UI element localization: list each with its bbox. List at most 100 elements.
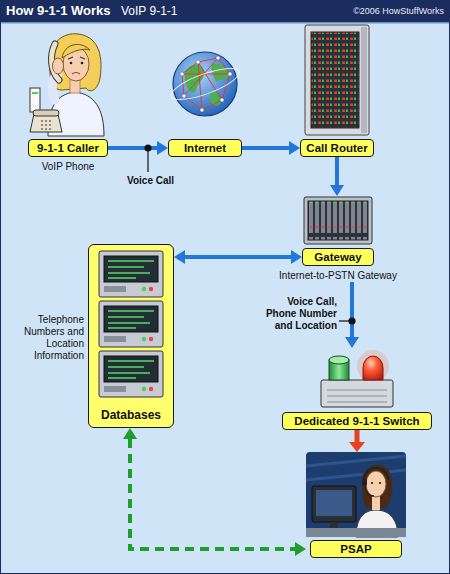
title-band [0, 0, 450, 22]
caller-illustration-part-part [41, 124, 43, 126]
junction-dot [144, 144, 151, 151]
caller-illustration-part [70, 62, 73, 65]
label-box: Dedicated 9-1-1 Switch [282, 412, 432, 430]
globe-illustration-part-part [180, 72, 184, 76]
caller-illustration-part-part [41, 120, 43, 122]
server-illustration-part [99, 351, 163, 397]
leader-line [147, 151, 148, 172]
router-illustration-part [311, 32, 359, 128]
server-illustration [88, 245, 174, 401]
internet-node: Internet [168, 30, 242, 157]
globe-illustration-part [180, 56, 232, 112]
switch-node: Dedicated 9-1-1 Switch [282, 348, 432, 430]
caller-illustration-part [53, 58, 64, 74]
flow-arrow [130, 439, 295, 549]
globe-illustration-part [182, 58, 230, 110]
caller-illustration-part [68, 57, 85, 59]
subtitle-text: VoIP 9-1-1 [121, 4, 177, 19]
illustration-holder [282, 348, 432, 409]
caller-illustration-part-part [49, 128, 51, 130]
gateway-node: GatewayInternet-to-PSTN Gateway [302, 196, 374, 282]
psap-illustration-part [362, 478, 367, 486]
router-node: Call Router [300, 24, 374, 157]
flow-arrow [355, 430, 360, 442]
caller-illustration-part [81, 62, 84, 65]
junction-dot [348, 317, 355, 324]
caller-illustration-part-part [45, 124, 47, 126]
globe-illustration-part-part [182, 94, 186, 98]
node-label: Call Router [306, 142, 367, 154]
gateway-illustration-part [308, 201, 368, 240]
caller-illustration-part-part [45, 128, 47, 130]
globe-illustration-part-part [200, 108, 204, 112]
globe-illustration-part-part [228, 72, 232, 76]
gateway-illustration-part [304, 197, 372, 244]
label-box: PSAP [310, 540, 402, 558]
caller-node: 9-1-1 CallerVoIP Phone [28, 28, 108, 173]
caller-illustration-part [30, 88, 40, 112]
flow-arrow [242, 146, 289, 150]
caller-illustration-part [33, 110, 59, 116]
node-subtext: Internet-to-PSTN Gateway [279, 270, 397, 282]
copyright-note: ©2006 HowStuffWorks [353, 6, 444, 17]
label-box: Internet [168, 139, 242, 157]
illustration-holder [89, 245, 173, 401]
connector-label: Voice Call, Phone Number and Location [258, 296, 338, 332]
database-note: Telephone Numbers and Location Informati… [20, 314, 84, 362]
illustration-holder [302, 196, 374, 245]
illustration-holder [168, 30, 242, 136]
node-label: 9-1-1 Caller [37, 142, 99, 154]
psap-illustration-part [364, 468, 388, 480]
box-label-row: Databases [89, 408, 173, 423]
node-label: Internet [184, 142, 226, 154]
title-rule [0, 22, 450, 24]
switch-illustration [317, 348, 397, 409]
node-label: Dedicated 9-1-1 Switch [294, 415, 419, 427]
illustration-holder [300, 24, 374, 136]
label-box: Call Router [300, 139, 374, 157]
gateway-illustration [302, 196, 374, 245]
switch-illustration-part [321, 380, 393, 407]
switch-illustration-part [329, 356, 349, 364]
caller-illustration-part-part [49, 124, 51, 126]
caller-illustration-part-part [49, 120, 51, 122]
database-box: Databases [88, 244, 174, 428]
psap-illustration-part [372, 496, 380, 510]
psap-illustration-part [306, 528, 406, 537]
illustration-holder [28, 28, 108, 136]
psap-illustration-part [371, 482, 373, 484]
switch-illustration-part [363, 356, 383, 380]
router-illustration-part [361, 27, 367, 133]
psap-illustration [306, 452, 406, 537]
node-label: Databases [101, 408, 161, 422]
node-subtext-row: VoIP Phone [28, 161, 108, 173]
server-illustration-part [99, 301, 163, 347]
globe-illustration-part [211, 64, 230, 82]
psap-illustration-part [330, 522, 338, 528]
globe-illustration-part-part [196, 60, 200, 64]
leader-line [339, 320, 349, 321]
psap-illustration-part [306, 452, 406, 537]
node-label: PSAP [340, 543, 371, 555]
psap-node: PSAP [306, 452, 406, 558]
connector-label: Voice Call [126, 175, 175, 187]
label-box: Gateway [302, 248, 374, 266]
caller-illustration-part-part [45, 120, 47, 122]
node-label: Gateway [314, 251, 361, 263]
router-illustration [301, 24, 373, 136]
globe-illustration-part-part [220, 98, 224, 102]
psap-illustration-part [316, 490, 352, 516]
psap-illustration-part [365, 486, 374, 496]
switch-illustration-part [327, 390, 387, 402]
node-subtext: VoIP Phone [42, 161, 95, 173]
label-box: 9-1-1 Caller [28, 139, 108, 157]
globe-illustration-part [185, 64, 205, 93]
router-illustration-part [305, 25, 369, 135]
title-text: How 9-1-1 Works [6, 3, 111, 19]
server-illustration-part [99, 251, 163, 297]
